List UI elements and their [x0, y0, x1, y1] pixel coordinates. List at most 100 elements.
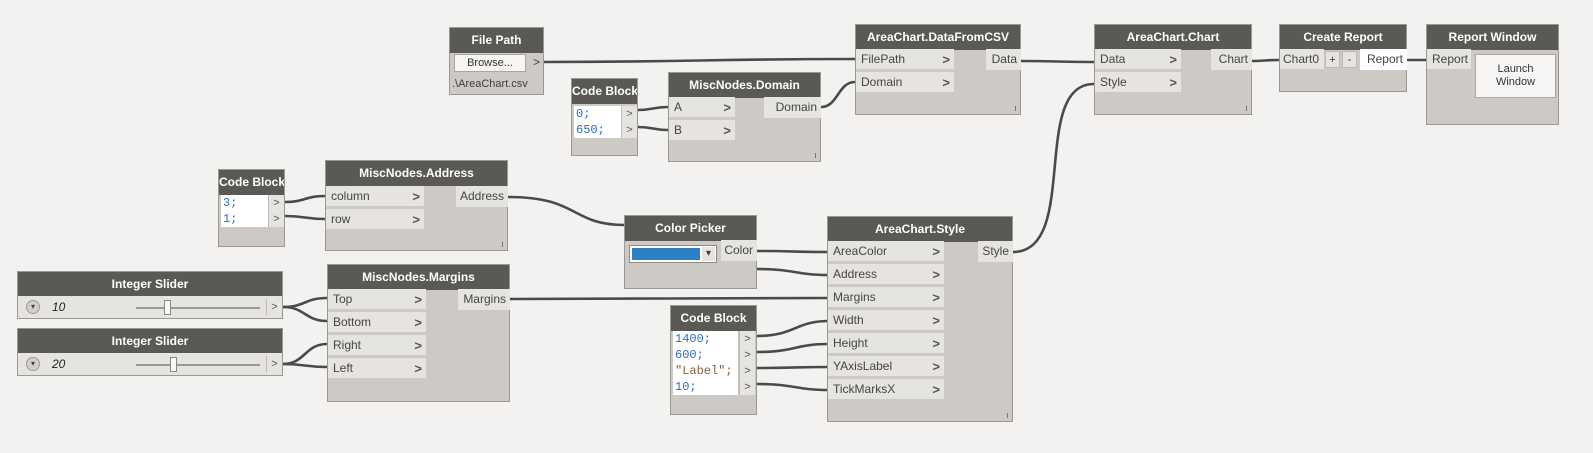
- output-port-domain[interactable]: Domain: [764, 97, 821, 118]
- code-line[interactable]: 0;: [574, 106, 621, 122]
- code-output-port[interactable]: >: [739, 347, 755, 363]
- code-line[interactable]: 10;: [673, 379, 738, 395]
- output-port-color[interactable]: Color: [721, 240, 757, 261]
- chevron-down-icon[interactable]: ▾: [26, 300, 40, 314]
- port-arrow-icon: >: [414, 361, 422, 376]
- input-port-report[interactable]: Report: [1427, 49, 1471, 70]
- resize-grip: [1007, 413, 1008, 418]
- input-port-yaxislabel[interactable]: YAxisLabel>: [828, 356, 944, 377]
- slider-value[interactable]: 20: [52, 357, 66, 371]
- code-output-port[interactable]: >: [268, 195, 284, 211]
- wire-cb-row: [284, 214, 326, 221]
- input-port-domain[interactable]: Domain>: [856, 72, 954, 93]
- wire-style-to-chart: [1012, 82, 1095, 254]
- wire-address-to-style: [756, 267, 830, 277]
- misc-domain-node[interactable]: MiscNodes.Domain A> B> Domain: [668, 72, 821, 162]
- integer-slider-node[interactable]: Integer Slider ▾ 20 >: [17, 328, 283, 376]
- input-port-column[interactable]: column>: [326, 186, 424, 207]
- input-port-b[interactable]: B>: [669, 120, 735, 141]
- input-port-tickmarksx[interactable]: TickMarksX>: [828, 379, 944, 400]
- slider-thumb[interactable]: [164, 300, 171, 315]
- code-line[interactable]: 1;: [221, 211, 268, 227]
- output-port-address[interactable]: Address: [456, 186, 508, 207]
- input-port-height[interactable]: Height>: [828, 333, 944, 354]
- chevron-down-icon[interactable]: ▾: [26, 357, 40, 371]
- input-port-left[interactable]: Left >: [328, 358, 426, 379]
- code-line[interactable]: "Label";: [673, 363, 738, 379]
- wire-slider1-top: [282, 296, 328, 309]
- integer-slider-node[interactable]: Integer Slider ▾ 10 >: [17, 271, 283, 319]
- area-chart-node[interactable]: AreaChart.Chart Data> Style> Chart: [1094, 24, 1252, 115]
- code-output-port[interactable]: >: [621, 106, 637, 122]
- launch-window-button[interactable]: Launch Window: [1475, 54, 1556, 98]
- add-input-button[interactable]: +: [1325, 51, 1340, 68]
- port-label: Height: [833, 336, 868, 350]
- output-port-chart[interactable]: Chart: [1211, 49, 1252, 70]
- input-port-bottom[interactable]: Bottom>: [328, 312, 426, 333]
- port-arrow-icon: >: [1169, 75, 1177, 90]
- code-output-port[interactable]: >: [739, 331, 755, 347]
- port-label: A: [674, 100, 683, 114]
- input-port-width[interactable]: Width>: [828, 310, 944, 331]
- slider-track[interactable]: [136, 307, 260, 309]
- area-chart-style-node[interactable]: AreaChart.Style AreaColor> Address> Marg…: [827, 216, 1013, 422]
- output-port[interactable]: >: [532, 55, 540, 69]
- slider-track[interactable]: [136, 364, 260, 366]
- file-path-node[interactable]: File Path Browse... > .\AreaChart.csv: [449, 27, 544, 95]
- input-port-top[interactable]: Top >: [328, 289, 426, 310]
- node-title: MiscNodes.Address: [326, 161, 507, 186]
- color-dropdown[interactable]: ▾: [629, 245, 717, 263]
- wire-slider1-bottom: [282, 305, 328, 323]
- chevron-down-icon[interactable]: ▾: [702, 247, 715, 261]
- node-title: Report Window: [1427, 25, 1558, 50]
- output-port-data[interactable]: Data: [986, 49, 1021, 70]
- output-port-report[interactable]: Report: [1360, 49, 1407, 70]
- output-port[interactable]: >: [266, 356, 282, 372]
- node-title: MiscNodes.Domain: [669, 73, 820, 98]
- code-block-node[interactable]: Code Block 0; > 650; >: [571, 78, 638, 156]
- remove-input-button[interactable]: -: [1342, 51, 1357, 68]
- port-arrow-icon: >: [414, 292, 422, 307]
- code-output-port[interactable]: >: [739, 363, 755, 379]
- code-line[interactable]: 1400;: [673, 331, 738, 347]
- browse-button[interactable]: Browse...: [454, 54, 526, 72]
- node-title: Code Block: [219, 170, 284, 195]
- input-port-areacolor[interactable]: AreaColor>: [828, 241, 944, 262]
- code-block-node[interactable]: Code Block 1400; > 600; > "Label"; > 10;…: [670, 305, 757, 415]
- port-arrow-icon: >: [932, 244, 940, 259]
- create-report-node[interactable]: Create Report Chart0 + - Report: [1279, 24, 1407, 92]
- output-port-style[interactable]: Style: [978, 241, 1013, 262]
- output-port-margins[interactable]: Margins: [458, 289, 510, 310]
- port-label: Left: [333, 361, 354, 375]
- port-label: Top: [333, 292, 353, 306]
- report-window-node[interactable]: Report Window Report Launch Window: [1426, 24, 1559, 125]
- slider-thumb[interactable]: [170, 357, 178, 372]
- output-port[interactable]: >: [266, 299, 282, 315]
- code-line[interactable]: 600;: [673, 347, 738, 363]
- code-line[interactable]: 3;: [221, 195, 268, 211]
- node-title: AreaChart.Chart: [1095, 25, 1251, 50]
- input-port-filepath[interactable]: FilePath>: [856, 49, 954, 70]
- misc-address-node[interactable]: MiscNodes.Address column> row> Address: [325, 160, 508, 251]
- input-port-style[interactable]: Style>: [1095, 72, 1181, 93]
- input-port-chart0[interactable]: Chart0: [1280, 49, 1324, 70]
- port-arrow-icon: >: [942, 75, 950, 90]
- code-output-port[interactable]: >: [621, 122, 637, 138]
- misc-margins-node[interactable]: MiscNodes.Margins Top> Bottom> Right> Le…: [327, 264, 510, 402]
- code-line[interactable]: 650;: [574, 122, 621, 138]
- node-title: Integer Slider: [18, 329, 282, 354]
- code-output-port[interactable]: >: [268, 211, 284, 227]
- input-port-right[interactable]: Right>: [328, 335, 426, 356]
- data-from-csv-node[interactable]: AreaChart.DataFromCSV FilePath> Domain> …: [855, 24, 1021, 115]
- color-picker-node[interactable]: Color Picker ▾ Color: [624, 215, 757, 289]
- code-block-node[interactable]: Code Block 3; > 1; >: [218, 169, 285, 247]
- slider-value[interactable]: 10: [52, 300, 66, 314]
- input-port-row[interactable]: row>: [326, 209, 424, 230]
- input-port-margins[interactable]: Margins>: [828, 287, 944, 308]
- input-port-a[interactable]: A>: [669, 97, 735, 118]
- input-port-data[interactable]: Data>: [1095, 49, 1181, 70]
- wire-cb-yaxis: [756, 365, 830, 370]
- input-port-address[interactable]: Address>: [828, 264, 944, 285]
- code-output-port[interactable]: >: [739, 379, 755, 395]
- resize-grip: [1015, 106, 1016, 111]
